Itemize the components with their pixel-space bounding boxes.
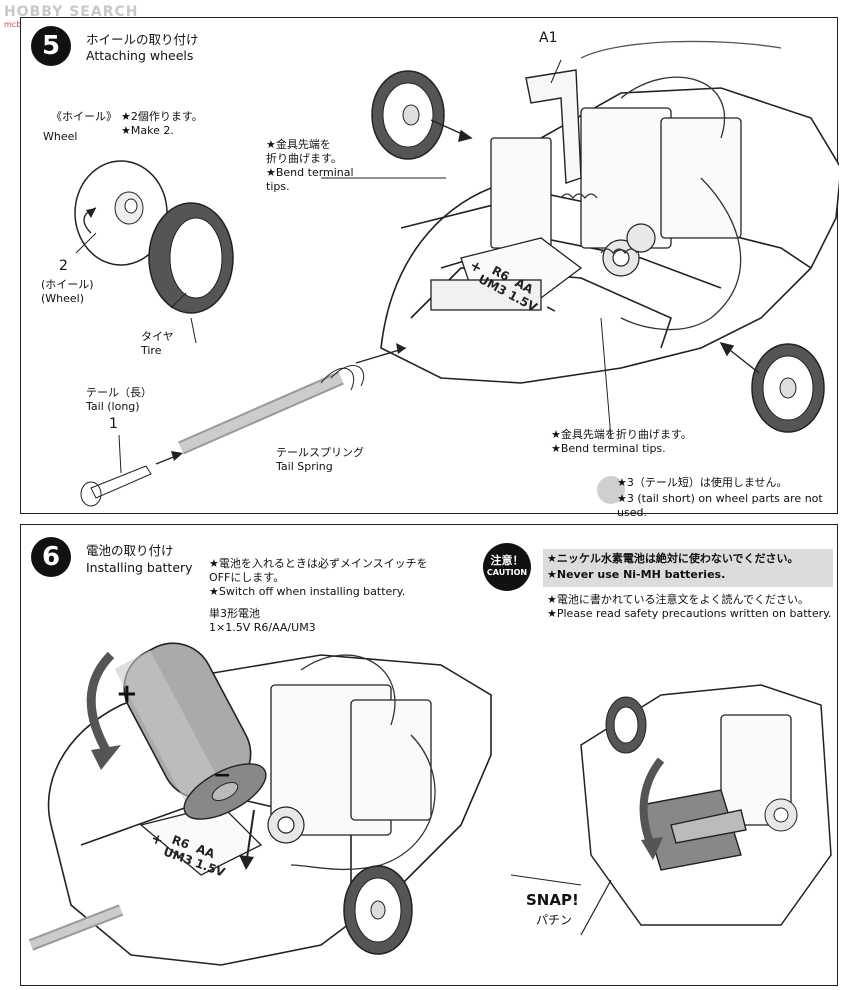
step5-number: 5: [31, 26, 71, 66]
caution-en: CAUTION: [486, 568, 528, 577]
nimh-jp: ★ニッケル水素電池は絶対に使わないでください。: [547, 552, 799, 565]
bend-bottom-en: ★Bend terminal tips.: [551, 442, 666, 455]
nimh-en: ★Never use Ni-MH batteries.: [547, 568, 726, 581]
switch-en: ★Switch off when installing battery.: [209, 585, 406, 598]
step5-title-jp: ホイールの取り付け: [86, 32, 199, 47]
read-jp: ★電池に書かれている注意文をよく読んでください。: [547, 593, 809, 606]
step6-number: 6: [31, 537, 71, 577]
note-badge: [597, 476, 625, 504]
tail-long-en: Tail (long): [86, 400, 140, 413]
caution-badge: 注意！ CAUTION: [483, 543, 531, 591]
part-2-en: (Wheel): [41, 292, 85, 305]
step6-title-jp: 電池の取り付け: [86, 543, 174, 558]
tail-spring-en: Tail Spring: [276, 460, 333, 473]
wheel-top-left: [371, 70, 445, 160]
snap-en: SNAP!: [526, 891, 579, 909]
read-en: ★Please read safety precautions written …: [547, 607, 832, 620]
tire-detail: [148, 202, 234, 314]
watermark-logo: HOBBY SEARCH: [4, 4, 139, 20]
switch-jp-2: OFFにします。: [209, 571, 285, 584]
svg-text:AA: AA: [194, 842, 217, 862]
make2-en: ★Make 2.: [121, 124, 174, 137]
svg-text:+: +: [149, 831, 165, 850]
svg-text:R6: R6: [170, 833, 191, 852]
step6-title-en: Installing battery: [86, 560, 193, 575]
bend-top-jp-2: 折り曲げます。: [266, 152, 342, 165]
switch-jp-1: ★電池を入れるときは必ずメインスイッチを: [209, 557, 428, 570]
part-2-jp: (ホイール): [41, 278, 94, 291]
tail-spring: [178, 371, 344, 455]
bend-bottom-jp: ★金具先端を折り曲げます。: [551, 428, 692, 441]
make2-jp: ★2個作ります。: [121, 110, 203, 123]
battery-illustration: [114, 642, 267, 820]
wheel-label-en: Wheel: [43, 130, 78, 143]
battery-type-jp: 単3形電池: [209, 607, 260, 620]
tail-long-part: [80, 465, 152, 507]
part-a1-label: A1: [539, 30, 558, 46]
battery-minus: −: [213, 763, 232, 788]
note-en: ★3 (tail short) on wheel parts are not u…: [617, 492, 823, 519]
note-jp: ★3（テール短）は使用しません。: [617, 476, 788, 489]
bend-top-en-1: ★Bend terminal: [266, 166, 354, 179]
caution-box: [543, 549, 833, 587]
part-1-number: 1: [109, 416, 118, 432]
tire-label-jp: タイヤ: [141, 330, 174, 343]
tail-spring-jp: テールスプリング: [276, 446, 364, 459]
battery-type-en: 1×1.5V R6/AA/UM3: [209, 621, 316, 634]
part-2-number: 2: [59, 258, 68, 274]
step5-illustration: R6 AA UM3 1.5V + −: [74, 40, 839, 507]
wheel-label-jp: 《ホイール》: [51, 110, 117, 123]
bend-top-jp-1: ★金具先端を: [266, 138, 331, 151]
wheel-right: [751, 343, 825, 433]
tire-label-en: Tire: [141, 344, 162, 357]
step5-title-en: Attaching wheels: [86, 48, 194, 63]
snap-jp: パチン: [536, 913, 573, 927]
battery-plus: +: [116, 679, 138, 709]
bend-top-en-2: tips.: [266, 180, 290, 193]
caution-jp: 注意！: [490, 554, 524, 567]
step5-panel: R6 AA UM3 1.5V + −: [20, 17, 839, 519]
tail-long-jp: テール（長）: [86, 386, 152, 399]
